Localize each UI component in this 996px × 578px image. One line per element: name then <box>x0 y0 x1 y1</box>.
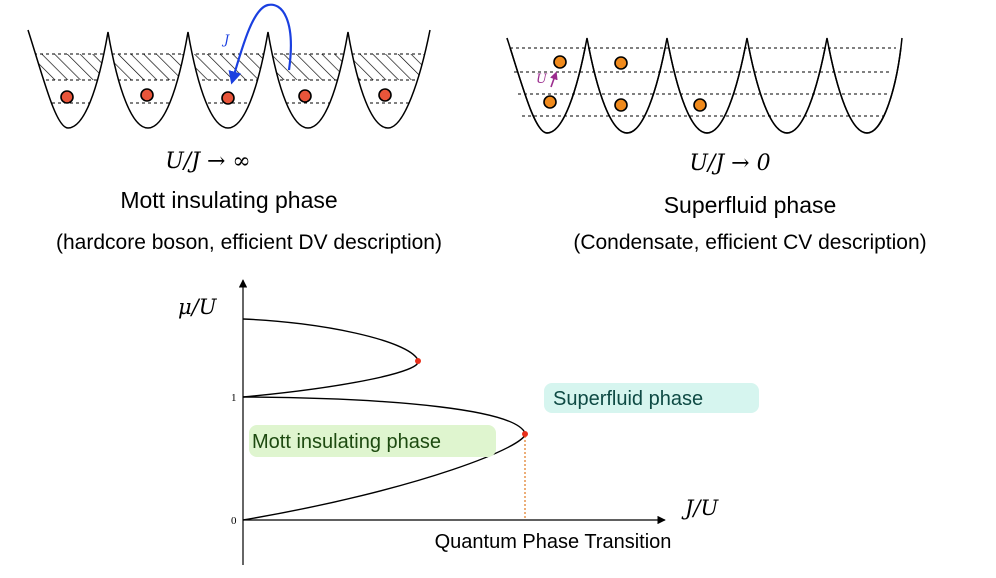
sf-atom-3 <box>614 56 628 70</box>
mott-phase-title: Mott insulating phase <box>120 187 337 213</box>
mott-atom-1 <box>60 90 74 104</box>
interaction-arrow <box>550 71 558 88</box>
mott-lobe-2 <box>242 318 419 398</box>
sf-phase-title: Superfluid phase <box>664 192 837 218</box>
transition-label: Quantum Phase Transition <box>435 531 672 553</box>
hatched-filled-band <box>28 54 430 80</box>
sf-label-highlight <box>544 383 759 413</box>
sf-regime: U/J → 0 <box>689 151 770 176</box>
mott-atom-5 <box>378 88 392 102</box>
mott-atoms <box>60 88 392 105</box>
tick-one: 1 <box>231 392 237 404</box>
phase-diagram: μ/U J/U 0 1 Mott insulating phase Superf… <box>178 279 759 565</box>
sf-phase-description: (Condensate, efficient CV description) <box>573 231 926 254</box>
critical-point-2 <box>415 358 421 364</box>
hop-arrow <box>228 3 292 85</box>
mott-regime: U/J → ∞ <box>165 149 251 174</box>
mott-atom-4 <box>298 89 312 103</box>
sf-atom-4 <box>614 98 628 112</box>
sf-region-label: Superfluid phase <box>553 388 703 410</box>
superfluid-potential-curve <box>506 37 903 134</box>
mask-top <box>507 0 905 48</box>
superfluid-atoms <box>543 55 707 112</box>
tick-zero: 0 <box>231 515 237 527</box>
mott-atom-3 <box>221 91 235 105</box>
y-axis-label: μ/U <box>178 295 218 319</box>
mott-region-label: Mott insulating phase <box>252 431 441 453</box>
mott-atom-2 <box>140 88 154 102</box>
mott-potential-curve <box>27 29 431 129</box>
superfluid-potential-outline <box>506 37 903 134</box>
sf-atom-5 <box>693 98 707 112</box>
superfluid-lattice: U <box>506 0 905 134</box>
mott-label-highlight <box>249 425 496 457</box>
critical-point-1 <box>522 431 528 437</box>
mott-lobe-1 <box>242 396 526 521</box>
interaction-label: U <box>536 72 548 87</box>
sf-atom-2 <box>543 95 557 109</box>
sf-atom-1 <box>553 55 567 69</box>
mott-phase-description: (hardcore boson, efficient DV descriptio… <box>56 231 442 254</box>
x-axis-label: J/U <box>681 496 719 520</box>
mott-lattice: J <box>27 3 431 129</box>
hop-label: J <box>221 33 230 48</box>
